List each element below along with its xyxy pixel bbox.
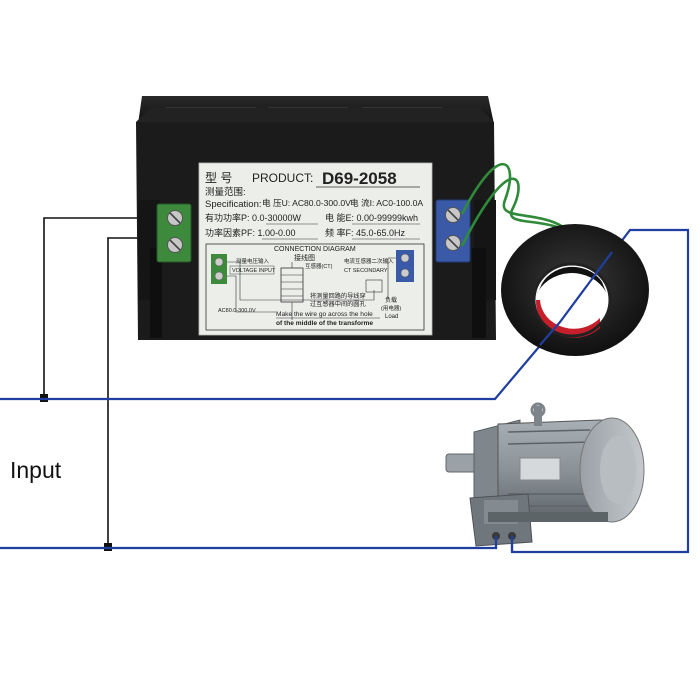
diagram-title: CONNECTION DIAGRAM [274,246,356,253]
load-cn-2: (用电器) [381,304,401,312]
current-transformer [501,224,649,356]
spec-label-cn: 测量范围: [205,186,246,198]
wire-through-ct [539,251,613,346]
ct-secondary-wires [460,163,582,247]
upper-blue-wire [0,228,690,554]
wire-note-cn-1: 将测量回路的导线穿 [310,292,366,300]
current-spec: 电 流I: AC0-100.0A [350,197,423,208]
ct-label: 互感器(CT) [305,262,333,270]
model-number: D69-2058 [322,169,397,188]
input-label: Input [10,457,62,483]
voltage-input-en: VOLTAGE INPUT [232,268,276,274]
ct-secondary-en: CT SECONDARY [344,268,388,274]
power-spec: 有功功率P: 0.0-30000W [205,212,302,223]
voltage-terminal-block [156,203,192,263]
ct-secondary-cn: 电流互感器二次输入 [344,257,394,265]
voltage-input-cn: 测量电压输入 [236,257,270,265]
load-cn: 负载 [385,296,397,304]
product-prefix: 型 号 [205,171,232,185]
panel-meter: 型 号 PRODUCT: D69-2058 测量范围: Specificatio… [136,96,496,340]
lower-blue-wire [0,540,498,550]
voltage-spec: 电 压U: AC80.0-300.0V [262,197,351,208]
wire-note-en-1: Make the wire go across the hole [276,311,373,318]
freq-spec: 频 率F: 45.0-65.0Hz [325,227,406,238]
voltage-range: AC80.0-300.0V [218,308,256,314]
diagram-title-cn: 接线图 [294,253,315,262]
wire-note-cn-2: 过互感器中间的圆孔 [310,300,366,308]
motor-leads [494,536,514,552]
electric-motor [445,402,645,547]
upper-black-wire [43,217,170,398]
energy-spec: 电 能E: 0.00-99999kwh [325,212,418,223]
pf-spec: 功率因素PF: 1.00-0.00 [205,227,296,238]
wire-note-en-2: of the middle of the transforme [276,320,373,327]
spec-label-en: Specification: [205,199,262,210]
ct-terminal-block [435,199,471,263]
label-sticker: 型 号 PRODUCT: D69-2058 测量范围: Specificatio… [198,162,433,336]
load-en: Load [385,314,398,320]
product-key: PRODUCT: [252,171,313,185]
